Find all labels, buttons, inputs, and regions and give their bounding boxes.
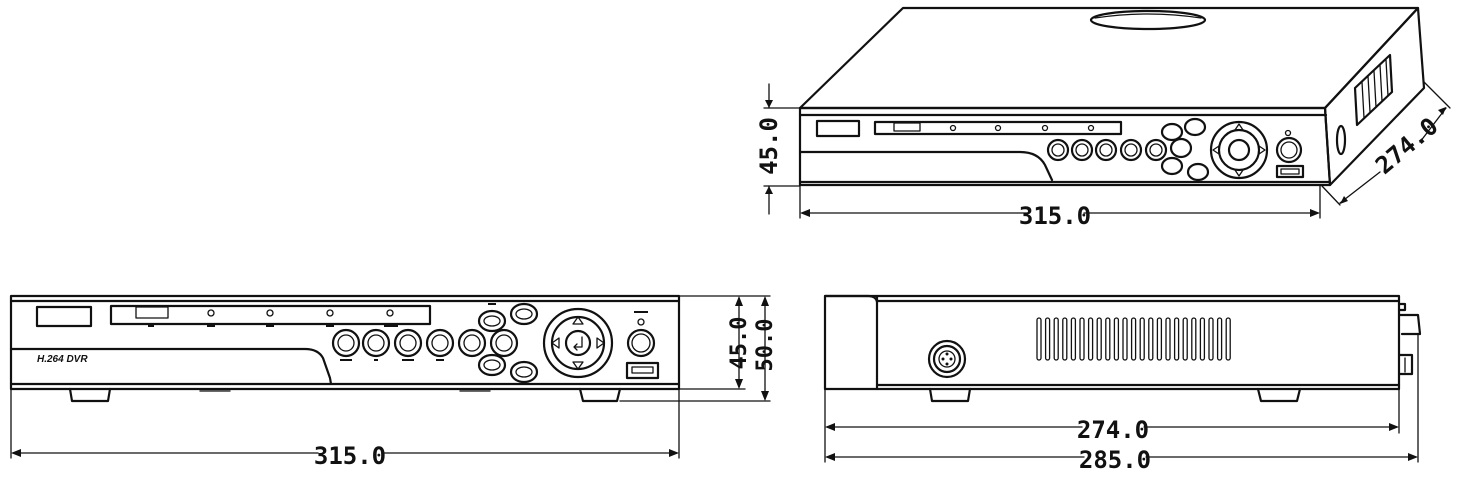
vent-slot [1053,317,1059,361]
front-control-buttons [331,302,539,384]
front-display-window [35,305,93,328]
iso-power-led [1284,129,1292,137]
front-width-label: 315.0 [314,442,386,470]
front-view: H.264 DVR [9,294,778,470]
vent-slot [1156,317,1163,361]
vent-slot [1079,317,1085,361]
iso-power-button [1275,136,1303,164]
side-rear-connector-upper [1398,313,1422,336]
front-body-height-label: 45.0 [727,317,752,370]
vent-slot [1122,317,1128,361]
vent-slot [1062,317,1068,361]
front-navigation-pad [542,307,614,379]
vent-slot [1216,317,1223,361]
vent-slot [1139,317,1145,361]
side-foot-left [928,387,972,403]
front-total-height-label: 50.0 [753,319,778,372]
vent-slot [1208,317,1214,361]
front-brand-label: H.264 DVR [37,354,88,365]
vent-slot [1199,317,1206,361]
vent-slot [1173,317,1180,361]
vent-slot [1070,317,1077,361]
iso-display-window [815,119,861,138]
vent-slot [1096,317,1102,361]
iso-control-buttons [1046,117,1210,182]
side-depth-dimension [824,334,1419,463]
iso-width-dimension [799,185,1321,219]
side-vent-slots [1036,317,1231,361]
vent-slot [1191,317,1197,361]
vent-slot [1044,317,1051,361]
iso-handle-slot [1089,9,1207,31]
side-depth-label: 274.0 [1077,416,1149,444]
vent-slot [1165,317,1171,361]
iso-depth-dimension [1321,81,1451,206]
vent-slot [1105,317,1111,361]
side-view: 274.0 285.0 [823,294,1422,474]
vent-slot [1225,317,1231,361]
side-total-depth-dimension [825,453,1418,461]
iso-led-strip [873,120,1123,136]
front-usb-port [625,361,660,380]
front-led-captions [148,325,398,327]
iso-top-face [798,6,1420,110]
front-power-led [637,318,645,326]
iso-height-dimension [763,83,801,215]
iso-height-label: 45.0 [755,117,783,175]
side-round-connector [927,339,967,379]
iso-usb-port [1275,164,1305,179]
side-foot-right [1256,387,1302,403]
iso-depth-label: 274.0 [1370,112,1443,180]
vent-slot [1036,317,1042,361]
vent-slot [1130,317,1137,361]
vent-slot [1182,317,1188,361]
iso-side-knob [1335,124,1347,156]
front-led-strip [109,304,432,326]
iso-side-vent [1353,53,1394,127]
vent-slot [1148,317,1154,361]
iso-width-label: 315.0 [1019,202,1091,230]
front-body [9,294,681,391]
iso-navigation-pad [1209,120,1269,180]
side-rear-connector-lower [1398,353,1414,376]
vent-slot [1087,317,1094,361]
front-foot-right [578,387,622,403]
side-total-depth-label: 285.0 [1079,446,1151,474]
iso-front-face [798,106,1332,187]
front-height-dimensions [619,295,771,402]
front-width-dimension [10,388,680,459]
isometric-view: 45.0 315.0 274.0 [755,6,1451,230]
front-foot-left [68,387,112,403]
vent-slot [1113,317,1120,361]
front-power-button [626,328,656,358]
side-body [823,294,1401,391]
